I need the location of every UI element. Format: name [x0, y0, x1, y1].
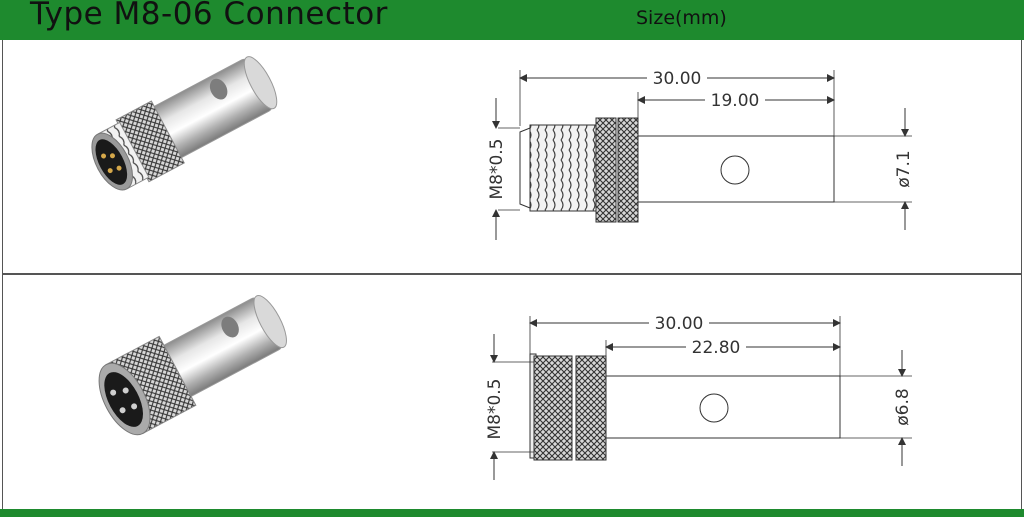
- female-diameter: ø6.8: [893, 388, 913, 425]
- male-diameter: ø7.1: [894, 150, 914, 187]
- male-body-length: 19.00: [711, 91, 760, 111]
- female-body-length: 22.80: [692, 338, 741, 358]
- female-dimension-labels: 30.00 22.80 M8*0.5 ø6.8: [485, 313, 913, 440]
- header-bar: Type M8-06 Connector Size(mm): [0, 0, 1024, 40]
- female-technical-drawing: [490, 316, 912, 480]
- male-dimension-labels: 30.00 19.00 M8*0.5 ø7.1: [487, 68, 914, 200]
- male-connector-photo: [91, 56, 278, 191]
- female-connector-photo: [98, 295, 287, 436]
- female-thread-spec: M8*0.5: [485, 378, 505, 439]
- female-overall-length: 30.00: [655, 314, 704, 334]
- footer-bar: [0, 509, 1024, 517]
- size-unit-label: Size(mm): [636, 7, 727, 29]
- male-overall-length: 30.00: [653, 69, 702, 89]
- male-technical-drawing: [492, 70, 912, 240]
- male-connector-panel: [2, 40, 1022, 274]
- page-title: Type M8-06 Connector: [30, 0, 388, 32]
- male-thread-spec: M8*0.5: [487, 138, 507, 199]
